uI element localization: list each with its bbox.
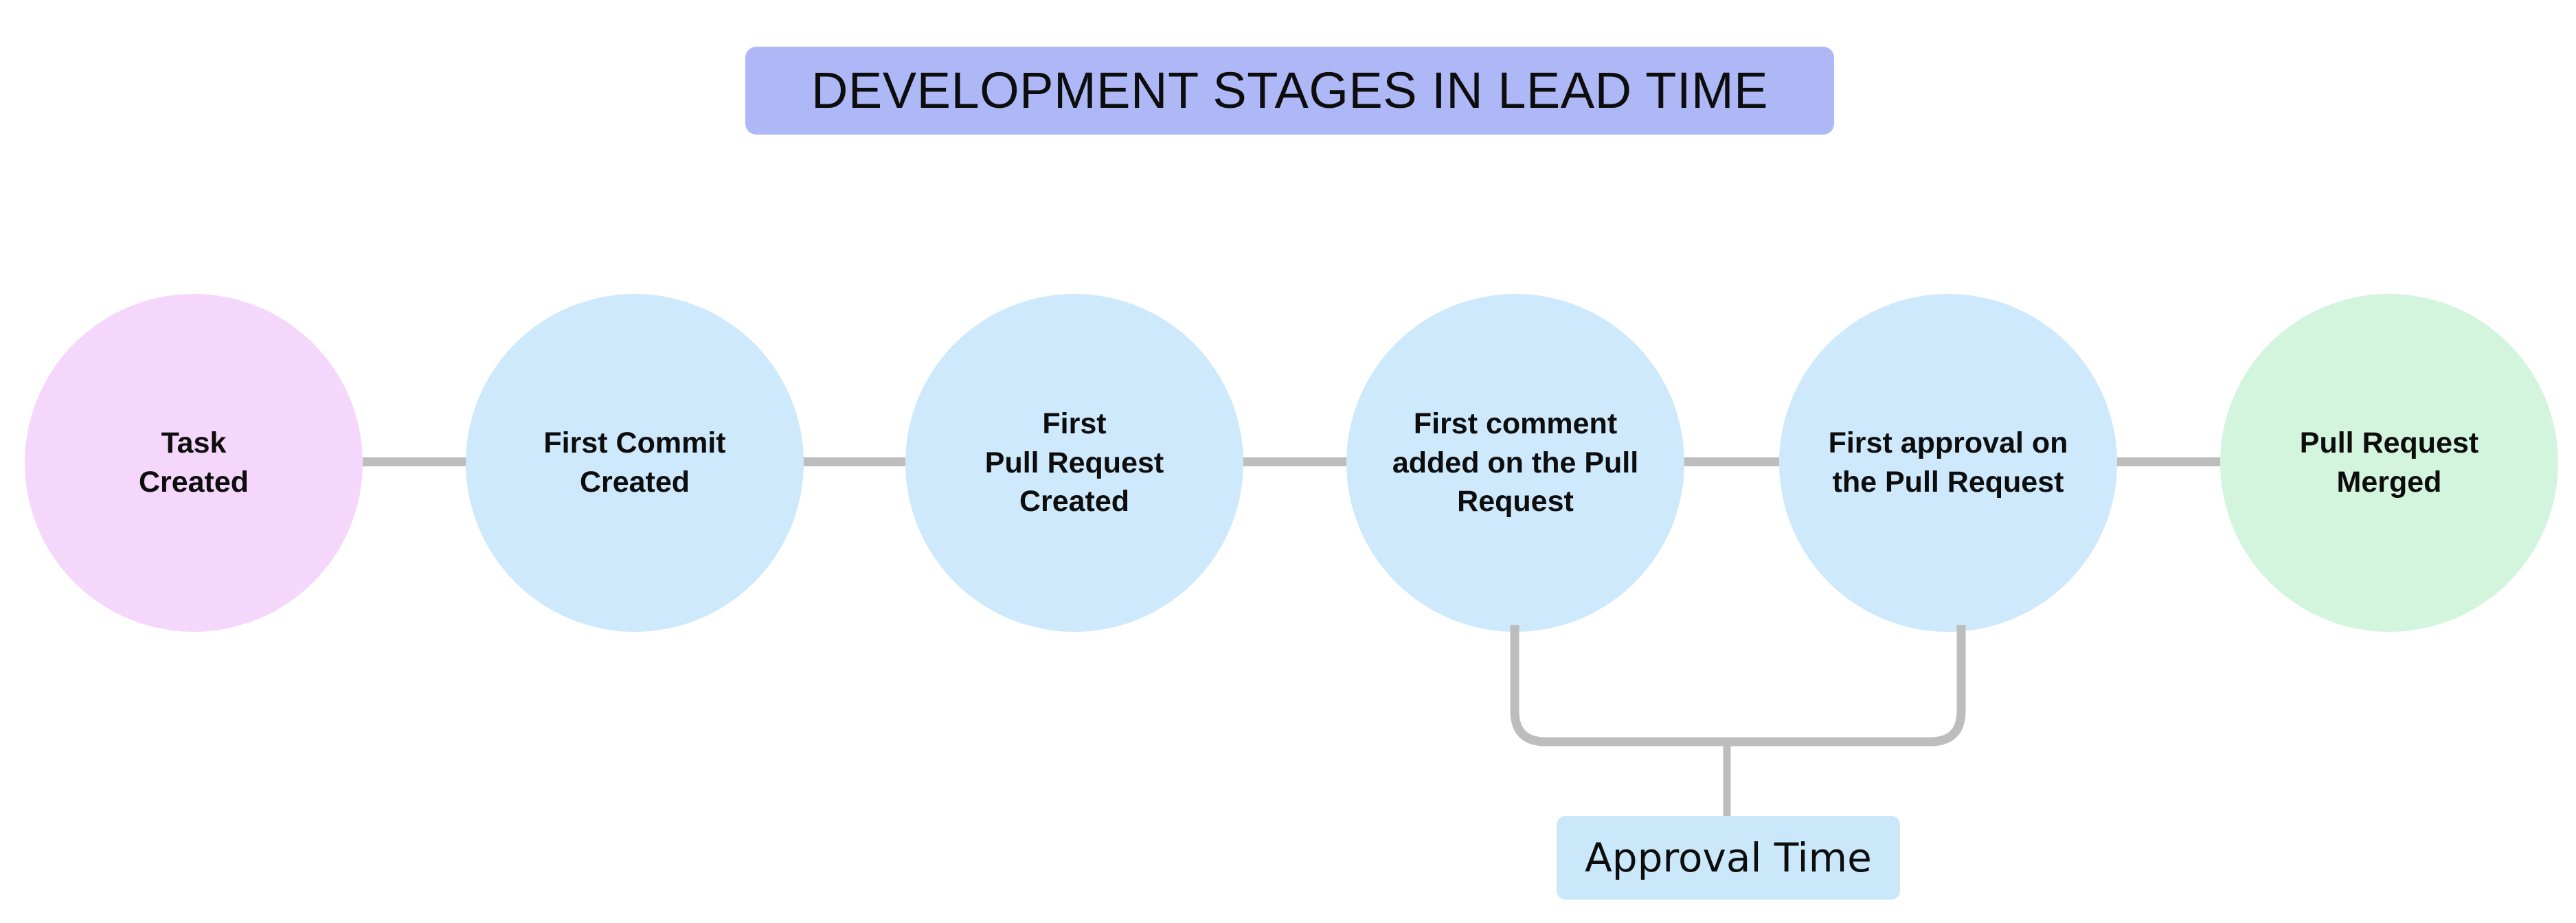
page-title: DEVELOPMENT STAGES IN LEAD TIME: [811, 62, 1769, 119]
connector-4-5: [1676, 457, 1779, 466]
stage-label-first-comment-added: First comment added on the Pull Request: [1392, 407, 1639, 519]
stage-node-task-created[interactable]: Task Created: [25, 294, 363, 632]
connector-2-3: [802, 457, 905, 466]
stage-label-first-commit-created: First Commit Created: [543, 426, 726, 499]
approval-time-bracket: [1510, 625, 1966, 819]
connector-3-4: [1243, 457, 1346, 466]
approval-time-callout[interactable]: Approval Time: [1557, 816, 1900, 900]
approval-time-label: Approval Time: [1585, 834, 1872, 881]
stage-label-task-created: Task Created: [138, 426, 249, 499]
stage-node-first-comment-added[interactable]: First comment added on the Pull Request: [1346, 294, 1684, 632]
stage-node-first-approval[interactable]: First approval on the Pull Request: [1779, 294, 2117, 632]
stage-label-pull-request-merged: Pull Request Merged: [2299, 426, 2479, 499]
diagram-title-banner: DEVELOPMENT STAGES IN LEAD TIME: [745, 47, 1834, 135]
stage-label-first-pull-request-created: First Pull Request Created: [984, 407, 1164, 519]
stage-node-first-commit-created[interactable]: First Commit Created: [466, 294, 804, 632]
connector-1-2: [363, 457, 467, 466]
stage-label-first-approval: First approval on the Pull Request: [1828, 426, 2068, 499]
bracket-path: [1510, 625, 1966, 747]
connector-5-6: [2117, 457, 2220, 466]
stage-node-first-pull-request-created[interactable]: First Pull Request Created: [905, 294, 1243, 632]
stage-node-pull-request-merged[interactable]: Pull Request Merged: [2220, 294, 2558, 632]
